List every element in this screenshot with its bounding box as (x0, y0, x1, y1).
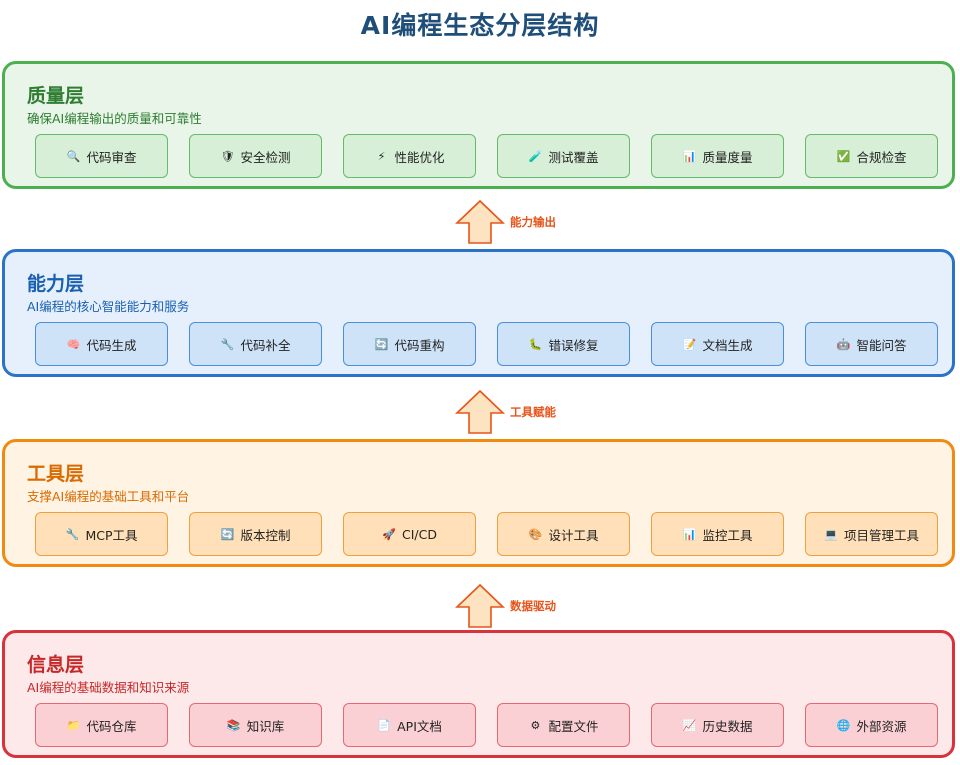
layer-title: 质量层 (27, 85, 85, 107)
card-label: 监控工具 (702, 527, 753, 543)
card-label: 代码仓库 (86, 718, 137, 734)
card-label: 质量度量 (702, 149, 753, 165)
card-label: 代码生成 (86, 337, 137, 353)
card-design-tools[interactable]: 🎨 设计工具 (497, 512, 630, 556)
layer-title: 能力层 (27, 273, 85, 295)
card-label: 配置文件 (548, 718, 599, 734)
layer-cards: 📁 代码仓库 📚 知识库 📄 API文档 ⚙ 配置文件 📈 历史数据 🌐 外部资源 (35, 703, 938, 747)
gear-icon: ⚙ (530, 718, 541, 732)
books-icon: 📚 (226, 718, 241, 732)
bar-chart-icon: 📊 (682, 149, 697, 163)
up-arrow-icon (455, 199, 505, 244)
shield-icon: 🛡 (220, 149, 235, 163)
lightning-icon: ⚡ (377, 149, 386, 163)
card-smart-qa[interactable]: 🤖 智能问答 (805, 322, 938, 366)
layer-subtitle: 确保AI编程输出的质量和可靠性 (27, 111, 202, 126)
card-external-resources[interactable]: 🌐 外部资源 (805, 703, 938, 747)
card-label: 错误修复 (548, 337, 599, 353)
card-history-data[interactable]: 📈 历史数据 (651, 703, 784, 747)
card-test-coverage[interactable]: 🧪 测试覆盖 (497, 134, 630, 178)
layer-tools: 工具层 支撑AI编程的基础工具和平台 🔧 MCP工具 🔄 版本控制 🚀 CI/CD 🎨… (2, 439, 955, 567)
card-label: 代码重构 (394, 337, 445, 353)
arrow-label: 能力输出 (510, 215, 556, 229)
arrow-label: 数据驱动 (510, 599, 556, 613)
robot-icon: 🤖 (836, 337, 851, 351)
card-code-generation[interactable]: 🧠 代码生成 (35, 322, 168, 366)
magnifier-icon: 🔍 (66, 149, 81, 163)
page-title: AI编程生态分层结构 (360, 11, 600, 40)
layer-title: 信息层 (27, 654, 85, 676)
layer-info: 信息层 AI编程的基础数据和知识来源 📁 代码仓库 📚 知识库 📄 API文档 ⚙ 配置… (2, 630, 955, 758)
card-label: CI/CD (402, 526, 437, 542)
card-version-control[interactable]: 🔄 版本控制 (189, 512, 322, 556)
arrow-label: 工具赋能 (510, 405, 556, 419)
card-security-check[interactable]: 🛡 安全检测 (189, 134, 322, 178)
refresh-icon: 🔄 (374, 337, 389, 351)
wrench-icon: 🔧 (220, 337, 235, 351)
globe-icon: 🌐 (836, 718, 851, 732)
up-arrow-icon (455, 583, 505, 628)
card-label: 合规检查 (856, 149, 907, 165)
card-label: 项目管理工具 (843, 527, 919, 543)
card-code-review[interactable]: 🔍 代码审查 (35, 134, 168, 178)
card-doc-generation[interactable]: 📝 文档生成 (651, 322, 784, 366)
card-code-refactor[interactable]: 🔄 代码重构 (343, 322, 476, 366)
test-tube-icon: 🧪 (528, 149, 543, 163)
bug-icon: 🐛 (528, 337, 543, 351)
card-label: 代码补全 (240, 337, 291, 353)
card-label: 知识库 (246, 718, 285, 734)
bar-chart-icon: 📊 (682, 527, 697, 541)
card-monitoring-tools[interactable]: 📊 监控工具 (651, 512, 784, 556)
folder-icon: 📁 (66, 718, 81, 732)
layer-subtitle: AI编程的核心智能能力和服务 (27, 299, 190, 314)
card-code-repo[interactable]: 📁 代码仓库 (35, 703, 168, 747)
layer-subtitle: 支撑AI编程的基础工具和平台 (27, 489, 190, 504)
card-label: 安全检测 (240, 149, 291, 165)
card-knowledge-base[interactable]: 📚 知识库 (189, 703, 322, 747)
card-label: 性能优化 (394, 149, 445, 165)
card-code-completion[interactable]: 🔧 代码补全 (189, 322, 322, 366)
card-compliance[interactable]: ✅ 合规检查 (805, 134, 938, 178)
line-chart-icon: 📈 (682, 718, 697, 732)
refresh-icon: 🔄 (220, 527, 235, 541)
laptop-icon: 💻 (824, 527, 838, 541)
card-label: MCP工具 (85, 527, 138, 543)
check-icon: ✅ (836, 149, 851, 163)
card-label: 设计工具 (548, 527, 599, 543)
up-arrow-icon (455, 389, 505, 434)
card-project-management[interactable]: 💻 项目管理工具 (805, 512, 938, 556)
card-mcp-tools[interactable]: 🔧 MCP工具 (35, 512, 168, 556)
card-api-docs[interactable]: 📄 API文档 (343, 703, 476, 747)
card-label: 版本控制 (240, 527, 291, 543)
card-label: 文档生成 (702, 337, 753, 353)
memo-icon: 📝 (682, 337, 697, 351)
card-label: 历史数据 (702, 718, 753, 734)
card-ci-cd[interactable]: 🚀 CI/CD (343, 512, 476, 556)
rocket-icon: 🚀 (382, 527, 396, 541)
layer-cards: 🔧 MCP工具 🔄 版本控制 🚀 CI/CD 🎨 设计工具 📊 监控工具 💻 项目管理工具 (35, 512, 938, 556)
brain-icon: 🧠 (66, 337, 81, 351)
layer-quality: 质量层 确保AI编程输出的质量和可靠性 🔍 代码审查 🛡 安全检测 ⚡ 性能优化 🧪 测… (2, 61, 955, 189)
layer-title: 工具层 (27, 463, 85, 485)
layer-cards: 🔍 代码审查 🛡 安全检测 ⚡ 性能优化 🧪 测试覆盖 📊 质量度量 ✅ 合规检查 (35, 134, 938, 178)
card-bug-fix[interactable]: 🐛 错误修复 (497, 322, 630, 366)
document-icon: 📄 (377, 718, 391, 732)
layer-subtitle: AI编程的基础数据和知识来源 (27, 680, 190, 695)
card-label: 代码审查 (86, 149, 137, 165)
palette-icon: 🎨 (528, 527, 543, 541)
card-config-files[interactable]: ⚙ 配置文件 (497, 703, 630, 747)
card-quality-metrics[interactable]: 📊 质量度量 (651, 134, 784, 178)
card-label: 智能问答 (856, 337, 907, 353)
card-label: 测试覆盖 (548, 149, 599, 165)
card-performance[interactable]: ⚡ 性能优化 (343, 134, 476, 178)
layer-capability: 能力层 AI编程的核心智能能力和服务 🧠 代码生成 🔧 代码补全 🔄 代码重构 🐛 错误… (2, 249, 955, 377)
card-label: API文档 (397, 718, 442, 734)
layer-cards: 🧠 代码生成 🔧 代码补全 🔄 代码重构 🐛 错误修复 📝 文档生成 🤖 智能问答 (35, 322, 938, 366)
card-label: 外部资源 (856, 718, 907, 734)
wrench-icon: 🔧 (65, 527, 80, 541)
